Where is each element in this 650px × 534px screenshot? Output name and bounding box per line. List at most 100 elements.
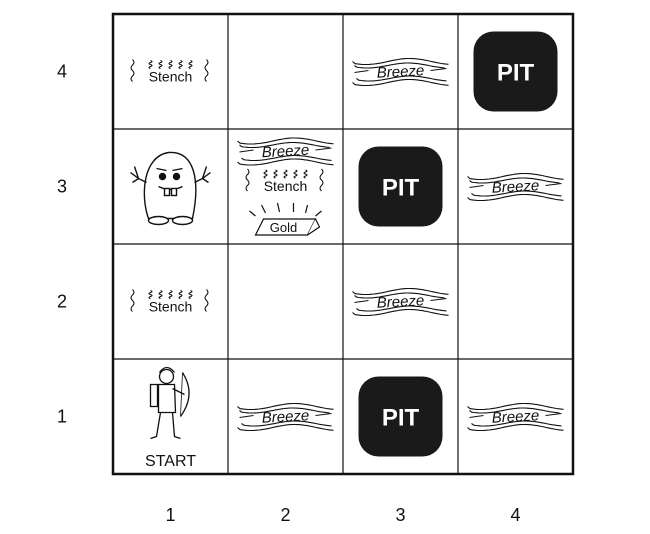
- breeze-wave: [467, 402, 564, 411]
- column-label: 2: [280, 505, 290, 525]
- breeze-wave: [239, 407, 330, 414]
- wumpus-tooth: [163, 187, 171, 197]
- stench-squiggle: [168, 289, 173, 300]
- breeze-wave: [239, 149, 254, 153]
- agent-bow: [179, 372, 190, 417]
- column-label: 3: [395, 505, 405, 525]
- stench-squiggle: [245, 168, 250, 192]
- gold-shine-ray: [304, 204, 309, 214]
- agent-torso: [157, 383, 177, 414]
- stench-squiggle: [130, 59, 135, 82]
- breeze-wave: [545, 412, 562, 417]
- grid-cell: PIT: [473, 31, 558, 112]
- breeze-wave: [356, 75, 447, 82]
- pit: PIT: [358, 376, 443, 457]
- wumpus-icon: [130, 151, 211, 226]
- gold-shine-ray: [249, 210, 256, 217]
- column-label: 4: [510, 505, 520, 525]
- wumpus-brow: [156, 167, 183, 172]
- stench-squiggle: [204, 289, 209, 312]
- breeze-indicator: Breeze: [237, 137, 334, 166]
- breeze-label: Breeze: [491, 407, 539, 426]
- wumpus-tooth: [170, 187, 178, 197]
- breeze-wave: [354, 69, 369, 74]
- grid-cell: [130, 151, 211, 226]
- gold-shine-ray: [276, 202, 281, 213]
- stench-squiggle: [263, 169, 268, 179]
- grid-cell: Breeze: [352, 287, 449, 317]
- breeze-label: Breeze: [261, 142, 309, 161]
- breeze-indicator: Breeze: [237, 402, 334, 432]
- pit-shape: [358, 146, 443, 227]
- grid-cell: Stench: [130, 59, 209, 85]
- stench-squiggle: [319, 168, 324, 192]
- breeze-label: Breeze: [491, 177, 539, 196]
- gold-bar-side: [307, 218, 321, 236]
- breeze-wave: [352, 57, 449, 66]
- grid: [111, 12, 575, 476]
- column-label: 1: [165, 505, 175, 525]
- pit-shape: [358, 376, 443, 457]
- breeze-wave: [237, 402, 334, 411]
- pit-label: PIT: [497, 60, 535, 87]
- grid-cell: START: [145, 366, 196, 470]
- pit-label: PIT: [382, 175, 420, 202]
- wumpus-arm: [130, 166, 147, 184]
- breeze-wave: [239, 141, 330, 149]
- agent-quiver: [149, 383, 159, 408]
- stench-indicator: Stench: [130, 59, 209, 85]
- breeze-wave: [430, 297, 447, 302]
- stench-squiggle: [148, 59, 153, 70]
- breeze-wave: [352, 287, 449, 296]
- breeze-label: Breeze: [376, 292, 424, 311]
- pit: PIT: [358, 146, 443, 227]
- stench-indicator: Stench: [130, 289, 209, 315]
- breeze-wave: [469, 407, 560, 414]
- breeze-wave: [467, 172, 564, 181]
- agent-arm: [172, 387, 185, 396]
- stench-indicator: Stench: [245, 168, 324, 194]
- stench-label: Stench: [149, 299, 193, 315]
- agent-bowstring: [180, 372, 183, 417]
- breeze-wave: [356, 305, 447, 312]
- breeze-wave: [469, 414, 484, 419]
- breeze-wave: [467, 193, 564, 202]
- row-label: 4: [57, 62, 67, 82]
- agent-leg: [171, 412, 181, 440]
- gold-bar: Gold: [249, 202, 322, 236]
- gold-shine-ray: [260, 204, 267, 214]
- stench-squiggle: [188, 59, 193, 70]
- breeze-wave: [315, 412, 332, 417]
- wumpus-eye: [172, 172, 181, 181]
- breeze-wave: [241, 420, 332, 427]
- pit: PIT: [473, 31, 558, 112]
- stench-squiggle: [168, 59, 173, 70]
- grid-cell: Breeze: [467, 402, 564, 432]
- stench-squiggle: [204, 59, 209, 82]
- stench-squiggle: [283, 169, 288, 179]
- breeze-wave: [315, 147, 332, 151]
- breeze-indicator: Breeze: [352, 57, 449, 87]
- breeze-wave: [471, 420, 562, 427]
- wumpus-foot: [171, 215, 194, 226]
- stench-label: Stench: [149, 69, 193, 85]
- stench-squiggle: [158, 289, 163, 300]
- grid-cell: PIT: [358, 376, 443, 457]
- row-label: 1: [57, 407, 67, 427]
- breeze-wave: [237, 137, 334, 145]
- wumpus-eye: [158, 172, 167, 181]
- breeze-wave: [467, 423, 564, 432]
- grid-cell: Stench: [130, 289, 209, 315]
- breeze-wave: [237, 423, 334, 432]
- breeze-wave: [545, 182, 562, 187]
- stench-squiggle: [178, 59, 183, 70]
- stench-label: Stench: [264, 178, 308, 194]
- grid-cell: Breeze: [467, 172, 564, 202]
- stench-squiggle: [273, 169, 278, 179]
- grid-cell: Breeze: [352, 57, 449, 87]
- start-label: START: [145, 453, 196, 470]
- stench-squiggle: [148, 289, 153, 300]
- breeze-label: Breeze: [261, 407, 309, 426]
- stench-squiggle: [303, 169, 308, 179]
- agent-leg: [150, 412, 162, 440]
